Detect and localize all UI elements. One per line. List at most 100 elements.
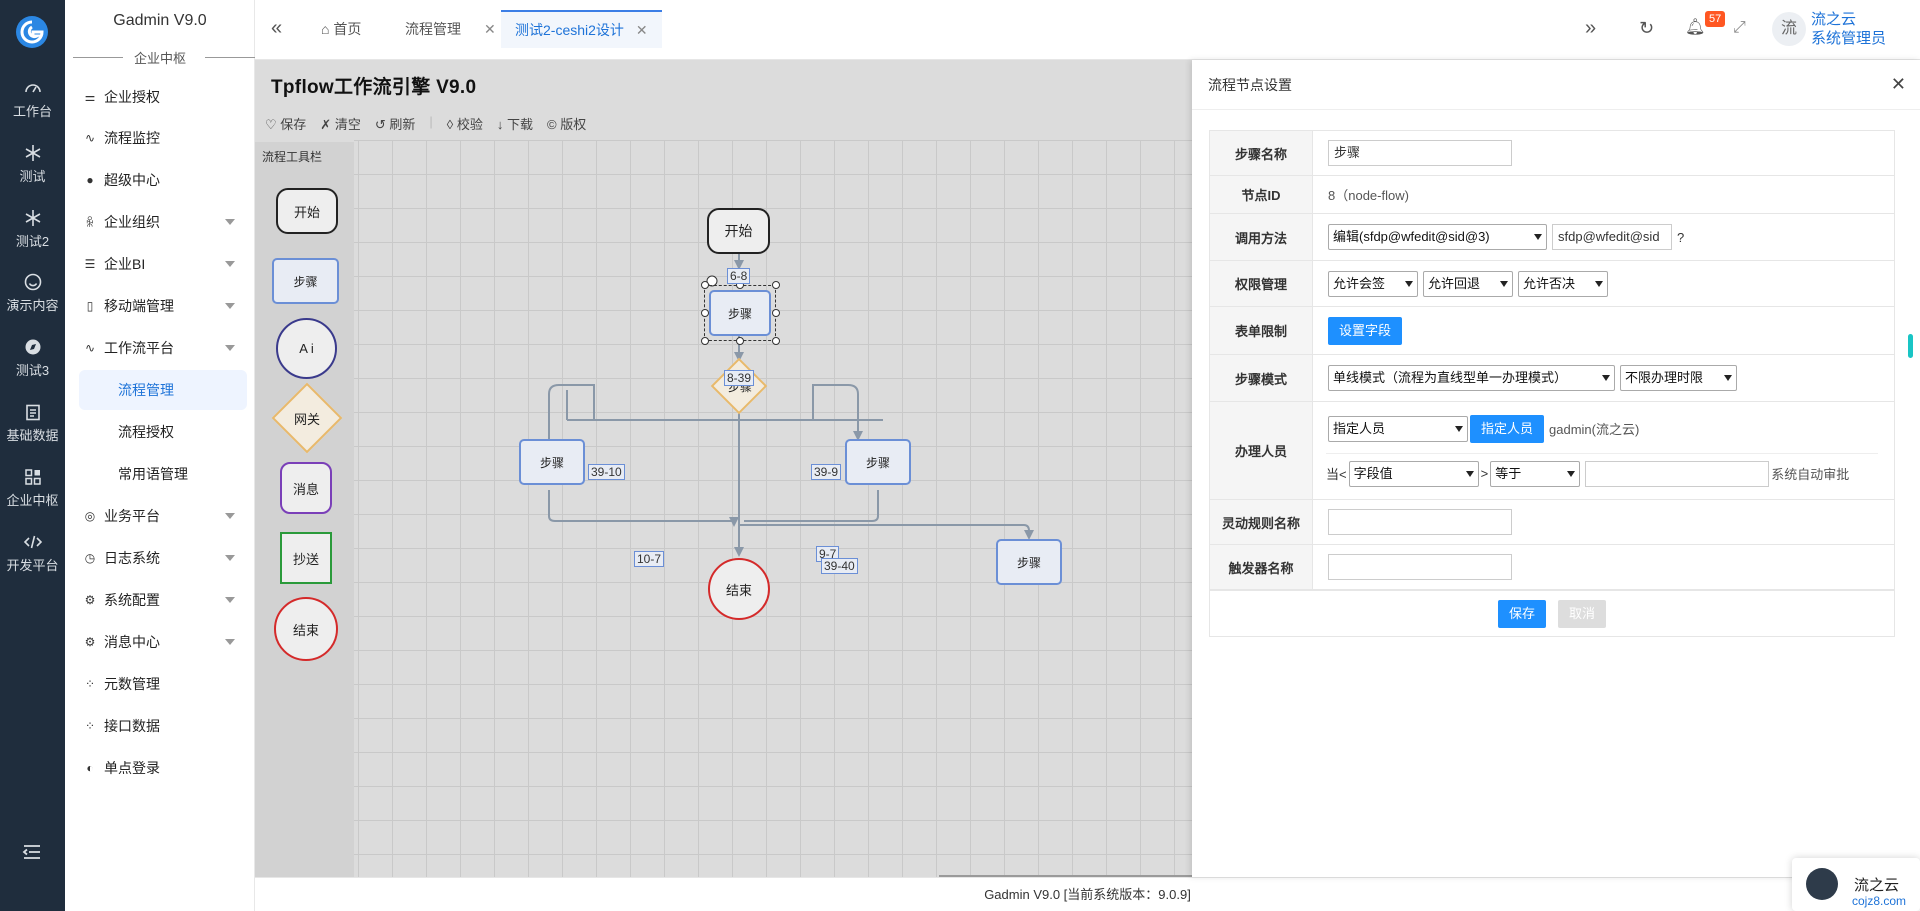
resize-handle[interactable]: [701, 337, 709, 345]
speedometer-icon: [24, 84, 41, 93]
save-button[interactable]: 保存: [1497, 599, 1546, 628]
palette-step[interactable]: 步骤: [272, 258, 339, 304]
method-select[interactable]: 编辑(sfdp@wfedit@sid@3): [1328, 224, 1547, 250]
rule-name-input[interactable]: [1328, 509, 1512, 535]
close-icon[interactable]: ✕: [1890, 74, 1906, 94]
validate-tool[interactable]: ◊ 校验: [446, 117, 483, 132]
cosign-select[interactable]: 允许会签: [1328, 270, 1418, 297]
menu-item-business[interactable]: ◎业务平台: [65, 496, 255, 536]
palette-cc[interactable]: 抄送: [280, 532, 332, 584]
step-mode-select[interactable]: 单线模式（流程为直线型单一办理模式）: [1328, 365, 1615, 391]
menu-item-bi[interactable]: ☰企业BI: [65, 244, 255, 284]
top-bar: « ⌂ 首页 流程管理 ✕ 测试2-ceshi2设计✕ » ↻ 🔔︎ ⤢: [255, 0, 1920, 60]
rail-item-test2[interactable]: 测试2: [0, 208, 65, 250]
menu-item-flow-monitor[interactable]: ∿流程监控: [65, 118, 255, 158]
edge-label[interactable]: 39-40: [821, 558, 858, 574]
veto-select[interactable]: 允许否决: [1518, 270, 1608, 297]
condition-operator-select[interactable]: 等于: [1490, 460, 1581, 487]
menu-item-flow-manage[interactable]: 流程管理: [79, 370, 247, 410]
menu-item-api[interactable]: ⁘接口数据: [65, 706, 255, 746]
edge-label[interactable]: 39-9: [811, 464, 842, 480]
double-chevron-left-icon[interactable]: «: [271, 17, 283, 39]
download-tool[interactable]: ↓ 下载: [496, 117, 533, 132]
node-step-selected[interactable]: 步骤: [709, 290, 771, 336]
clear-tool[interactable]: ✗ 清空: [320, 117, 361, 132]
cancel-button[interactable]: 取消: [1558, 599, 1607, 628]
copyright-tool[interactable]: © 版权: [547, 117, 587, 132]
time-limit-select[interactable]: 不限办理时限: [1620, 365, 1737, 391]
handler-type-select[interactable]: 指定人员: [1328, 415, 1468, 442]
tab-flow-manage[interactable]: 流程管理: [405, 21, 461, 37]
node-settings-panel: 流程节点设置 ✕ 步骤名称 步骤 节点ID 8（node-flow) 调用方法 …: [1192, 60, 1920, 877]
flow-canvas[interactable]: 开始 步骤 步骤 步骤 步骤 结束 步骤 6-8 8-39 39-10 39-9…: [354, 140, 1192, 877]
resize-handle[interactable]: [772, 309, 780, 317]
node-end[interactable]: 结束: [708, 558, 770, 620]
rollback-select[interactable]: 允许回退: [1423, 270, 1513, 297]
trigger-name-input[interactable]: [1328, 554, 1512, 580]
user-icon: ꆜ: [85, 216, 95, 230]
rail-item-hub[interactable]: 企业中枢: [0, 467, 65, 509]
h-scrollbar[interactable]: [939, 875, 1192, 878]
refresh-tool[interactable]: ↺ 刷新: [374, 117, 416, 132]
user-info[interactable]: 流之云 系统管理员: [1811, 10, 1886, 48]
resize-handle[interactable]: [772, 281, 780, 289]
close-icon[interactable]: ✕: [484, 21, 496, 37]
save-tool[interactable]: ♡ 保存: [265, 117, 307, 132]
rail-item-test3[interactable]: 测试3: [0, 337, 65, 379]
avatar[interactable]: 流: [1772, 12, 1806, 46]
help-mark[interactable]: ?: [1677, 229, 1685, 245]
menu-item-enterprise-auth[interactable]: ⚌企业授权: [65, 77, 255, 117]
edge-label[interactable]: 10-7: [634, 551, 665, 567]
menu-item-super-center[interactable]: ●超级中心: [65, 160, 255, 200]
menu-item-message[interactable]: ⚙消息中心: [65, 622, 255, 662]
palette-message[interactable]: 消息: [280, 462, 332, 514]
collapse-menu-icon[interactable]: [21, 842, 43, 862]
rail-item-dashboard[interactable]: 工作台: [0, 78, 65, 120]
tab-home[interactable]: ⌂ 首页: [321, 21, 362, 37]
rail-item-basedata[interactable]: 基础数据: [0, 402, 65, 444]
menu-item-mobile[interactable]: ▯移动端管理: [65, 286, 255, 326]
resize-handle[interactable]: [772, 337, 780, 345]
palette-end[interactable]: 结束: [274, 597, 338, 661]
menu-item-meta[interactable]: ⁘元数管理: [65, 664, 255, 704]
menu-item-sysconfig[interactable]: ⚙系统配置: [65, 580, 255, 620]
condition-value-input[interactable]: [1585, 460, 1770, 487]
assign-user-button[interactable]: 指定人员: [1470, 414, 1545, 443]
form-row-name: 步骤名称 步骤: [1210, 131, 1894, 176]
menu-item-sso[interactable]: ◐单点登录: [65, 748, 255, 788]
condition-field-select[interactable]: 字段值: [1348, 460, 1479, 487]
snowflake-icon: [25, 145, 40, 161]
rail-item-test[interactable]: 测试: [0, 143, 65, 185]
rail-item-demo[interactable]: 演示内容: [0, 272, 65, 314]
node-step-far[interactable]: 步骤: [996, 539, 1062, 585]
palette-ai[interactable]: A i: [276, 318, 337, 379]
menu-item-phrases[interactable]: 常用语管理: [118, 466, 188, 482]
node-step-right[interactable]: 步骤: [845, 439, 911, 485]
set-fields-button[interactable]: 设置字段: [1328, 316, 1403, 345]
tab-designer[interactable]: 测试2-ceshi2设计✕: [501, 10, 662, 48]
resize-handle[interactable]: [736, 337, 744, 345]
refresh-icon[interactable]: ↻: [1639, 18, 1655, 38]
fullscreen-icon[interactable]: ⤢: [1733, 19, 1746, 36]
brand-site[interactable]: cojz8.com: [1852, 894, 1907, 908]
bell-icon[interactable]: 🔔︎: [1685, 19, 1706, 36]
v-scrollbar[interactable]: [1908, 334, 1913, 358]
label-step-mode: 步骤模式: [1210, 355, 1313, 401]
edge-label[interactable]: 6-8: [727, 268, 751, 284]
menu-item-flow-authorize[interactable]: 流程授权: [118, 424, 174, 440]
rail-item-dev[interactable]: 开发平台: [0, 532, 65, 574]
menu-item-logs[interactable]: ◷日志系统: [65, 538, 255, 578]
resize-handle[interactable]: [701, 281, 709, 289]
close-icon[interactable]: ✕: [635, 22, 648, 38]
palette-start[interactable]: 开始: [276, 188, 338, 234]
double-chevron-right-icon[interactable]: »: [1585, 17, 1597, 39]
node-start[interactable]: 开始: [707, 208, 770, 254]
resize-handle[interactable]: [701, 309, 709, 317]
edge-label[interactable]: 39-10: [588, 464, 625, 480]
method-input[interactable]: sfdp@wfedit@sid: [1552, 224, 1672, 250]
edge-label[interactable]: 8-39: [724, 370, 755, 386]
step-name-input[interactable]: 步骤: [1328, 140, 1512, 166]
menu-item-workflow-platform[interactable]: ∿工作流平台: [65, 328, 255, 368]
node-step-left[interactable]: 步骤: [519, 439, 585, 485]
